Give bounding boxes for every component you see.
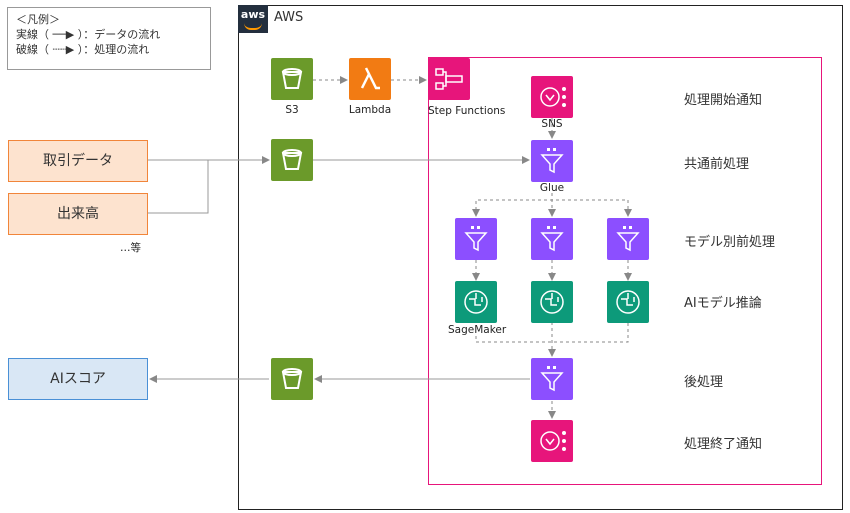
sns-end-icon xyxy=(531,420,573,462)
stage-start-notify: 処理開始通知 xyxy=(684,93,763,108)
input-doc-dekidaka: 出来高 xyxy=(8,193,148,235)
stage-model-pre: モデル別前処理 xyxy=(684,235,776,250)
sagemaker-1-icon xyxy=(455,281,497,323)
sagemaker-label: SageMaker xyxy=(448,324,507,336)
sagemaker-2-icon xyxy=(531,281,573,323)
legend: ＜凡例＞ 実線（ ──▶ ）：データの流れ 破線（ ┈┈▶ ）：処理の流れ xyxy=(7,7,211,70)
sagemaker-3-icon xyxy=(607,281,649,323)
legend-title: ＜凡例＞ xyxy=(16,13,60,26)
s3-input-icon xyxy=(271,139,313,181)
aws-cloud-boundary xyxy=(238,5,843,510)
stage-inference: AIモデル推論 xyxy=(684,296,762,311)
step-functions-icon xyxy=(428,58,470,100)
aws-logo-icon: aws xyxy=(238,5,268,33)
sns-start-icon xyxy=(531,76,573,118)
input-etc-label: …等 xyxy=(120,242,141,254)
s3-label: S3 xyxy=(285,104,299,116)
output-doc-ai-score: AIスコア xyxy=(8,358,148,400)
legend-dashed: 破線（ ┈┈▶ ）：処理の流れ xyxy=(16,43,150,56)
glue-common-icon xyxy=(531,140,573,182)
sns-label: SNS xyxy=(541,118,563,130)
input-doc-torihiki: 取引データ xyxy=(8,140,148,182)
glue-post-icon xyxy=(531,358,573,400)
s3-output-icon xyxy=(271,358,313,400)
lambda-icon xyxy=(349,58,391,100)
aws-title: AWS xyxy=(274,10,304,25)
stage-common-pre: 共通前処理 xyxy=(684,157,750,172)
stage-post: 後処理 xyxy=(684,375,724,390)
glue-label: Glue xyxy=(539,182,565,194)
step-functions-label: Step Functions xyxy=(428,105,506,117)
legend-solid: 実線（ ──▶ ）：データの流れ xyxy=(16,28,161,41)
lambda-label: Lambda xyxy=(348,104,392,116)
step-functions-boundary xyxy=(428,57,822,485)
stage-end-notify: 処理終了通知 xyxy=(684,437,763,452)
glue-model-3-icon xyxy=(607,218,649,260)
glue-model-2-icon xyxy=(531,218,573,260)
glue-model-1-icon xyxy=(455,218,497,260)
s3-bucket-icon xyxy=(271,58,313,100)
